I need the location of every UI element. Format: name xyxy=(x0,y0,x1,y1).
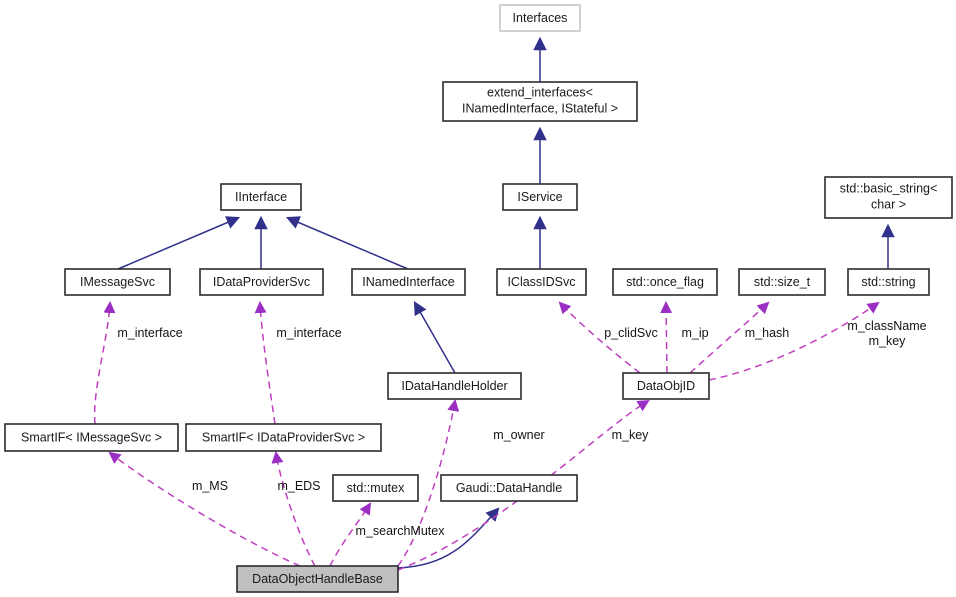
usage-edge-dataobjid-p_clidsvc xyxy=(558,301,641,374)
inheritance-edge-dohb-to-datahandle xyxy=(397,507,500,569)
class-node-label-imessagesvc: IMessageSvc xyxy=(80,275,155,289)
edge-label-dataobjid-m_hash: m_hash xyxy=(745,326,790,340)
class-node-label-size_t: std::size_t xyxy=(754,275,811,289)
usage-edge-dataobjid-m_classname xyxy=(708,301,880,381)
edge-label-dataobjid-p_clidsvc: p_clidSvc xyxy=(604,326,658,340)
usage-edge-dohb-m_ms xyxy=(108,451,301,567)
usage-edge-dataobjid-m_hash xyxy=(689,301,770,374)
class-node-label-iservice: IService xyxy=(517,190,562,204)
edge-label-dohb-m_eds: m_EDS xyxy=(277,479,320,493)
class-node-label-dataobjid: DataObjID xyxy=(637,379,695,393)
class-node-extend_interfaces[interactable]: extend_interfaces<INamedInterface, IStat… xyxy=(442,81,638,122)
edge-label-dohb-m_owner: m_owner xyxy=(493,428,544,442)
usage-edge-dataobjid-m_ip xyxy=(660,301,673,374)
inheritance-edge-imessagesvc-to-iint xyxy=(117,216,241,270)
class-node-idataprovidersvc[interactable]: IDataProviderSvc xyxy=(199,268,324,296)
edge-label-smartif-msg-m_interface: m_interface xyxy=(117,326,182,340)
usage-edge-dohb-m_searchmutex xyxy=(329,502,372,567)
class-node-size_t[interactable]: std::size_t xyxy=(738,268,826,296)
inheritance-edges-group xyxy=(117,36,895,569)
class-node-once_flag[interactable]: std::once_flag xyxy=(612,268,718,296)
inheritance-edge-idhh-to-inamed xyxy=(413,301,456,374)
class-node-basic_string[interactable]: std::basic_string<char > xyxy=(824,176,953,219)
inheritance-edge-inamedinterface-to-iint xyxy=(285,216,409,270)
class-node-dataobjecthandlebase[interactable]: DataObjectHandleBase xyxy=(236,565,399,593)
class-node-label-string: std::string xyxy=(861,275,915,289)
class-node-label-idataprovidersvc: IDataProviderSvc xyxy=(213,275,310,289)
class-node-smartif_eds[interactable]: SmartIF< IDataProviderSvc > xyxy=(185,423,382,452)
class-nodes-group: Interfaces extend_interfaces<INamedInterf… xyxy=(4,4,953,593)
class-node-label-smartif_eds: SmartIF< IDataProviderSvc > xyxy=(202,431,365,445)
class-node-idatahandleholder[interactable]: IDataHandleHolder xyxy=(387,372,522,400)
class-node-label-datahandle: Gaudi::DataHandle xyxy=(456,481,562,495)
class-node-label-dataobjecthandlebase: DataObjectHandleBase xyxy=(252,572,383,586)
class-node-label-basic_string: std::basic_string<char > xyxy=(840,182,938,212)
edge-labels-group: m_interface m_interface p_clidSvc m_ip m_has… xyxy=(117,319,926,538)
class-node-label-mutex: std::mutex xyxy=(347,481,405,495)
class-node-iservice[interactable]: IService xyxy=(502,183,578,211)
edge-label-dataobjid-m_ip: m_ip xyxy=(681,326,708,340)
edge-label-dohb-m_ms: m_MS xyxy=(192,479,228,493)
usage-edge-dohb-m_owner xyxy=(397,399,460,567)
usage-edge-smartif-eds-m_interface xyxy=(254,301,276,425)
class-node-datahandle[interactable]: Gaudi::DataHandle xyxy=(440,474,578,502)
usage-edge-dohb-m_eds xyxy=(271,451,316,567)
class-node-iinterface[interactable]: IInterface xyxy=(220,183,302,211)
edge-label-dohb-m_searchmutex: m_searchMutex xyxy=(356,524,446,538)
edge-label-smartif-eds-m_interface: m_interface xyxy=(276,326,341,340)
edge-label-dohb-m_key: m_key xyxy=(612,428,650,442)
class-node-label-iinterface: IInterface xyxy=(235,190,287,204)
class-node-inamedinterface[interactable]: INamedInterface xyxy=(351,268,466,296)
class-node-mutex[interactable]: std::mutex xyxy=(332,474,419,502)
class-node-iclassidsvc[interactable]: IClassIDSvc xyxy=(496,268,587,296)
class-node-label-smartif_msg: SmartIF< IMessageSvc > xyxy=(21,431,162,445)
class-node-imessagesvc[interactable]: IMessageSvc xyxy=(64,268,171,296)
class-node-string[interactable]: std::string xyxy=(847,268,930,296)
class-node-smartif_msg[interactable]: SmartIF< IMessageSvc > xyxy=(4,423,179,452)
usage-edge-smartif-msg-m_interface xyxy=(93,301,116,425)
class-node-label-once_flag: std::once_flag xyxy=(626,275,704,289)
class-node-label-idatahandleholder: IDataHandleHolder xyxy=(401,379,507,393)
class-node-label-extend_interfaces: extend_interfaces<INamedInterface, IStat… xyxy=(462,86,618,116)
class-node-interfaces[interactable]: Interfaces xyxy=(499,4,581,32)
class-node-dataobjid[interactable]: DataObjID xyxy=(622,372,710,400)
class-node-label-iclassidsvc: IClassIDSvc xyxy=(507,275,575,289)
class-node-label-inamedinterface: INamedInterface xyxy=(362,275,454,289)
class-node-label-interfaces: Interfaces xyxy=(513,11,568,25)
